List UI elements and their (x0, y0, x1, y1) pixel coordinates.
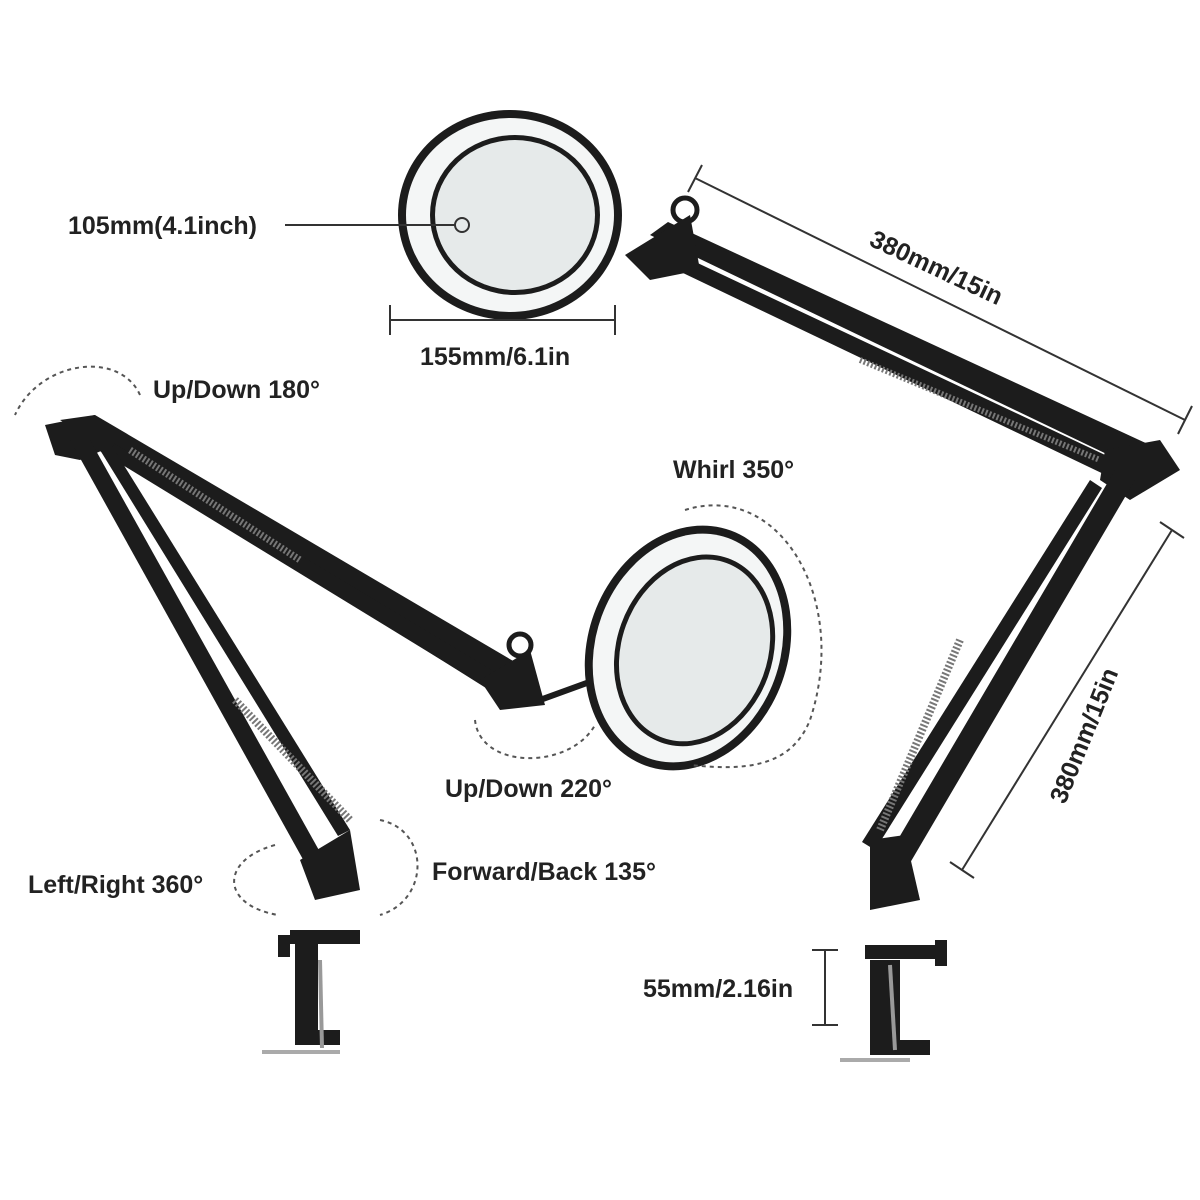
left-neck (538, 677, 597, 703)
forward-back-135-arrow (379, 819, 419, 916)
whirl-350-label: Whirl 350° (673, 456, 794, 484)
rotation-arrows (14, 365, 823, 916)
right-lens (435, 140, 595, 290)
left-knob (506, 631, 534, 659)
left-lower-arm (70, 440, 330, 872)
right-base-joint (870, 835, 920, 910)
left-head-joint (480, 650, 545, 710)
left-base-joint (300, 830, 360, 900)
dimension-lines (285, 164, 1193, 1026)
lens-dim-marker (454, 217, 470, 233)
clamp-opening-label: 55mm/2.16in (643, 975, 793, 1003)
right-clamp-body (870, 960, 930, 1055)
lower-arm-dim-line (961, 529, 1173, 871)
left-upper-spring (128, 447, 302, 563)
lens-diameter-label: 105mm(4.1inch) (68, 212, 257, 240)
left-clamp-top (290, 930, 360, 944)
left-lamp (45, 415, 792, 1054)
upper-arm-tick-a (687, 164, 703, 193)
right-lower-arm-rod (862, 480, 1102, 850)
right-upper-arm-rod (660, 250, 1120, 478)
left-clamp-screw (278, 935, 290, 957)
lower-arm-tick-b (949, 861, 975, 879)
right-lower-arm (880, 470, 1135, 880)
right-upper-spring (858, 357, 1102, 463)
left-lower-arm-rod (100, 446, 350, 836)
lower-arm-length-label: 380mm/15in (1045, 664, 1125, 807)
right-knob (670, 195, 700, 225)
upper-arm-dim-line (694, 177, 1186, 421)
head-width-label: 155mm/6.1in (420, 343, 570, 371)
left-lens (618, 559, 771, 742)
up-down-180-arrow (14, 365, 141, 416)
forward-back-135-label: Forward/Back 135° (432, 858, 656, 886)
right-lamp (398, 110, 1180, 1062)
up-down-220-arrow (474, 719, 596, 760)
right-clamp-screw (935, 940, 947, 966)
lower-arm-tick-a (1159, 521, 1185, 539)
up-down-220-label: Up/Down 220° (445, 775, 612, 803)
left-upper-arm-rod (90, 435, 525, 705)
right-clamp-top (865, 945, 945, 959)
up-down-180-label: Up/Down 180° (153, 376, 320, 404)
left-right-360-arrow (233, 844, 279, 916)
right-clamp-rod (888, 964, 897, 1051)
right-upper-arm (650, 222, 1150, 470)
left-right-360-label: Left/Right 360° (28, 871, 203, 899)
left-elbow-joint (45, 415, 115, 460)
left-clamp-rod (318, 959, 324, 1049)
left-clamp-body (295, 944, 340, 1045)
upper-arm-tick-b (1177, 405, 1193, 435)
right-head-joint (625, 215, 700, 280)
